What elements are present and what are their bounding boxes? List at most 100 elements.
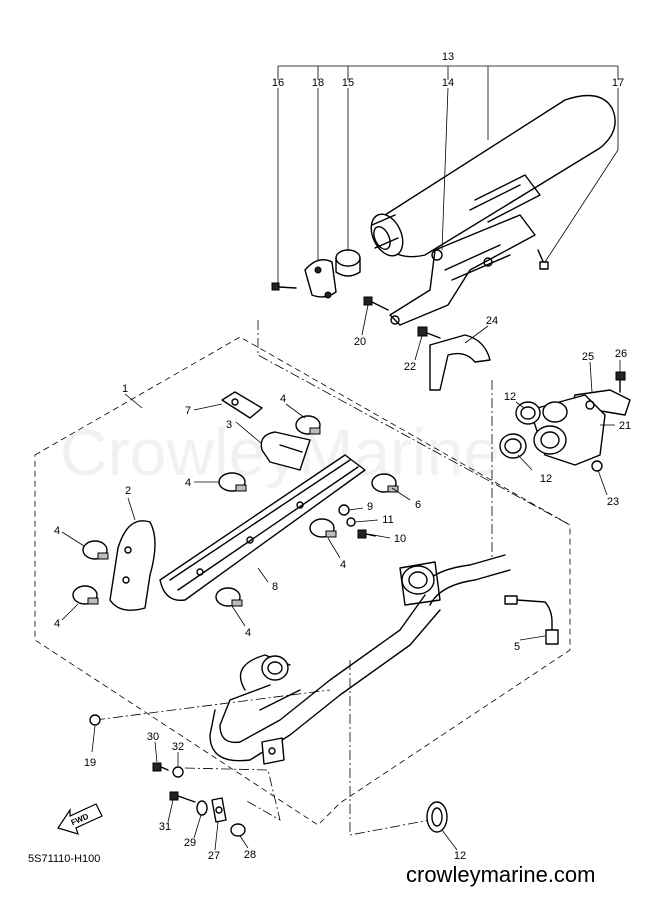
leader-12a xyxy=(515,401,525,409)
gasket-15[interactable] xyxy=(335,249,361,277)
callout-16: 16 xyxy=(272,77,284,89)
callout-31: 31 xyxy=(159,821,171,833)
protector-7[interactable] xyxy=(221,391,263,419)
bolt-30[interactable] xyxy=(152,762,169,772)
callout-22: 22 xyxy=(404,361,416,373)
bolt-16[interactable] xyxy=(271,282,297,291)
heat-shield-8[interactable] xyxy=(159,454,366,602)
screw-10[interactable] xyxy=(357,529,376,539)
clamp-4-left-upper[interactable] xyxy=(82,540,109,560)
clamp-4-left-lower[interactable] xyxy=(72,585,99,605)
callout-7: 7 xyxy=(185,405,191,417)
heat-shield-3[interactable] xyxy=(260,431,311,471)
leader-12b xyxy=(517,454,533,471)
callout-9: 9 xyxy=(367,501,373,513)
leader-19 xyxy=(91,725,96,753)
protector-24[interactable] xyxy=(429,334,491,391)
leader-4d xyxy=(327,537,341,559)
bolt-17[interactable] xyxy=(537,249,549,270)
leader-3 xyxy=(235,421,263,445)
guide-line xyxy=(349,660,431,836)
sensor-5[interactable] xyxy=(504,595,559,645)
leader-29 xyxy=(193,814,202,839)
callout-26: 26 xyxy=(615,348,627,360)
assembly-box-outline xyxy=(34,336,571,826)
callout-4a: 4 xyxy=(280,393,286,405)
leader-4f xyxy=(231,605,246,627)
callout-4b: 4 xyxy=(185,477,191,489)
muffler-bracket[interactable] xyxy=(389,214,536,326)
guide-line xyxy=(94,689,331,721)
callout-12c: 12 xyxy=(454,850,466,862)
callout-10: 10 xyxy=(394,533,406,545)
collar-9[interactable] xyxy=(338,504,350,516)
leader-7 xyxy=(193,403,223,411)
leader-17 xyxy=(544,88,619,263)
callout-30: 30 xyxy=(147,731,159,743)
callout-6: 6 xyxy=(415,499,421,511)
callout-2: 2 xyxy=(125,485,131,497)
leader-27 xyxy=(214,821,219,851)
callout-4f: 4 xyxy=(245,627,251,639)
leader-28 xyxy=(239,835,249,849)
washer-32[interactable] xyxy=(172,766,184,778)
leader-30 xyxy=(154,741,158,763)
collar-29[interactable] xyxy=(196,800,208,816)
clamp-4-mid[interactable] xyxy=(218,472,247,492)
nut-23[interactable] xyxy=(591,460,603,472)
callout-5: 5 xyxy=(514,641,520,653)
callout-8: 8 xyxy=(272,581,278,593)
leader-10 xyxy=(367,533,391,539)
callout-1: 1 xyxy=(122,383,128,395)
clamp-4-right[interactable] xyxy=(309,518,337,538)
site-url: crowleymarine.com xyxy=(406,862,596,887)
callout-15: 15 xyxy=(342,77,354,89)
leader-13 xyxy=(277,65,619,140)
bolt-26[interactable] xyxy=(615,371,626,393)
callout-27: 27 xyxy=(208,850,220,862)
clamp-18[interactable] xyxy=(304,259,337,299)
callout-3: 3 xyxy=(226,419,232,431)
fwd-arrow-icon: FWD xyxy=(57,803,103,835)
clamp-4-top[interactable] xyxy=(295,415,321,435)
diagram-code: 5S71110-H100 xyxy=(28,853,100,865)
callout-32: 32 xyxy=(172,741,184,753)
callout-4c: 4 xyxy=(54,525,60,537)
nut-19[interactable] xyxy=(89,714,101,726)
washer-11[interactable] xyxy=(346,517,356,527)
leader-12c xyxy=(441,829,458,851)
exhaust-pipe[interactable] xyxy=(209,554,511,765)
leader-9 xyxy=(348,507,364,511)
leader-24 xyxy=(464,325,489,344)
callout-21: 21 xyxy=(619,420,631,432)
callout-12b: 12 xyxy=(540,473,552,485)
leader-4c xyxy=(61,531,85,547)
callout-13: 13 xyxy=(442,51,454,63)
callout-17: 17 xyxy=(612,77,624,89)
guide-line xyxy=(184,767,281,821)
damper-28[interactable] xyxy=(230,823,246,837)
leader-4a xyxy=(285,403,306,419)
callout-19: 19 xyxy=(84,757,96,769)
gasket-12-upper[interactable] xyxy=(515,401,541,425)
bolt-22[interactable] xyxy=(417,326,441,339)
bracket-27[interactable] xyxy=(211,797,227,823)
callout-12a: 12 xyxy=(504,391,516,403)
joint-21[interactable] xyxy=(529,394,606,466)
leader-2 xyxy=(127,497,136,521)
gasket-12-lower[interactable] xyxy=(499,433,527,459)
guide-line xyxy=(257,320,571,526)
bolt-31[interactable] xyxy=(169,791,196,803)
callout-25: 25 xyxy=(582,351,594,363)
leader-14 xyxy=(441,87,449,251)
muffler[interactable] xyxy=(365,94,616,261)
clamp-4-bottom[interactable] xyxy=(215,587,243,607)
protector-2[interactable] xyxy=(109,520,156,611)
leader-5 xyxy=(519,635,546,641)
leader-11 xyxy=(354,519,379,523)
callout-24: 24 xyxy=(486,315,498,327)
gasket-12-bottom[interactable] xyxy=(426,801,448,833)
leader-22 xyxy=(414,335,423,361)
callout-20: 20 xyxy=(354,336,366,348)
